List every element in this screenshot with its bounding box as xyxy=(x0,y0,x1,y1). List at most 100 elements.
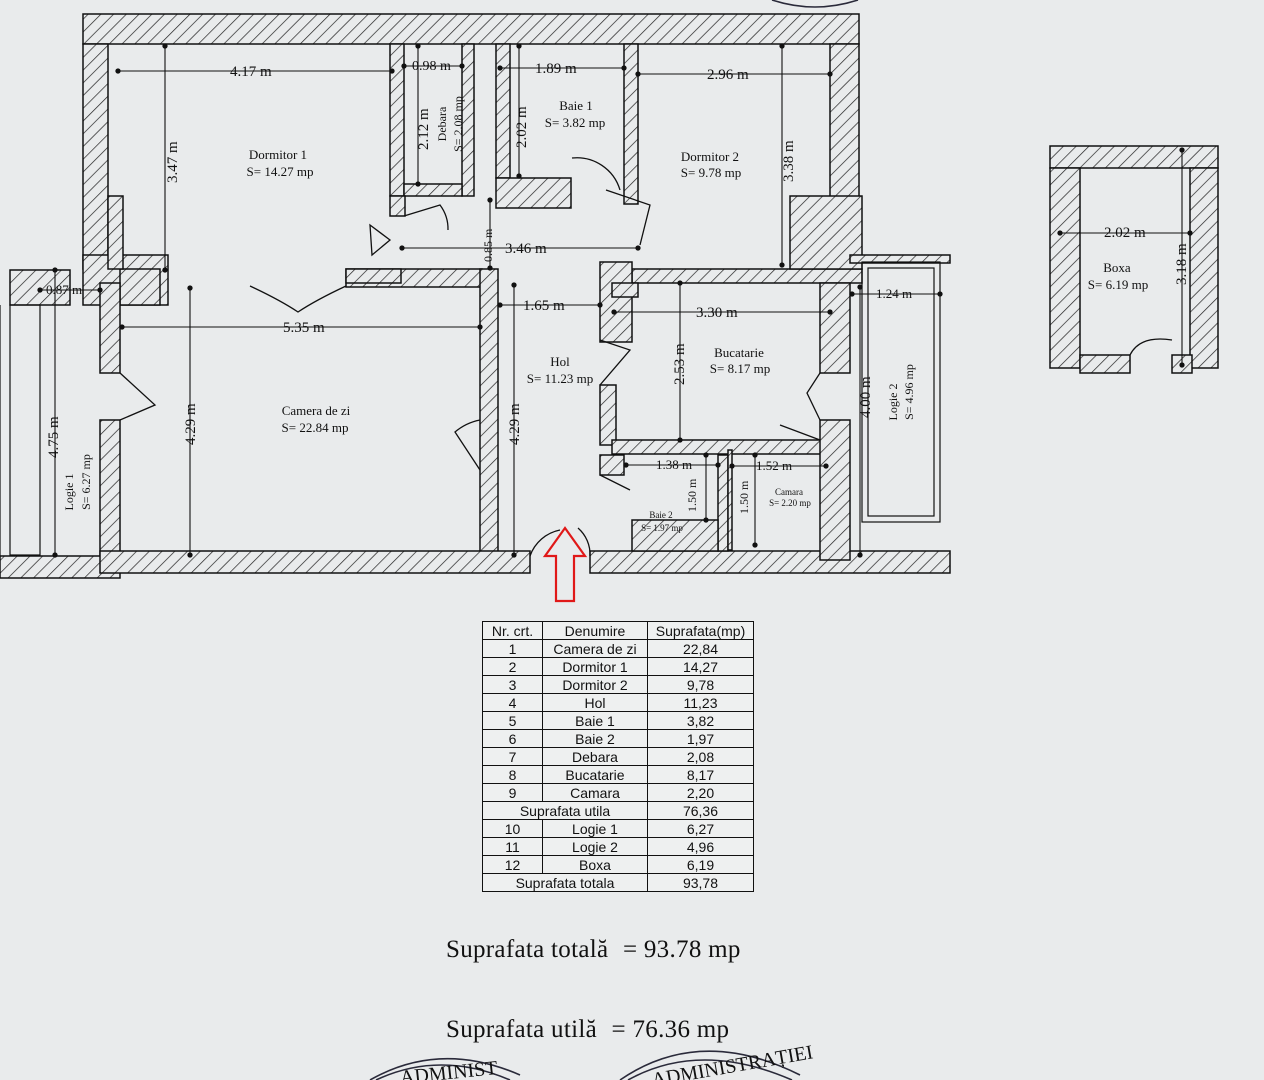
dim-1-89: 1.89 m xyxy=(535,61,577,77)
cell-area: 6,27 xyxy=(647,819,754,838)
dim-4-29-hall: 4.29 m xyxy=(507,403,523,445)
dim-4-75: 4.75 m xyxy=(46,416,62,458)
cell-nr: 6 xyxy=(482,729,543,748)
dim-0-87: 0.87 m xyxy=(46,282,82,297)
summary-total: Suprafata totală = 93.78 mp xyxy=(446,936,749,964)
cell-name: Baie 1 xyxy=(542,711,648,730)
cell-nr: 5 xyxy=(482,711,543,730)
dim-2-12: 2.12 m xyxy=(416,108,432,150)
cell-nr: 9 xyxy=(482,783,543,802)
header-denumire: Denumire xyxy=(542,621,648,640)
summary-utila: Suprafata utilă = 76.36 mp xyxy=(446,1016,737,1044)
room-hol-name: Hol xyxy=(550,354,570,369)
room-baie1-name: Baie 1 xyxy=(559,98,593,113)
dim-2-53: 2.53 m xyxy=(672,343,688,385)
cell-area: 22,84 xyxy=(647,639,754,658)
room-baie2-name: Baie 2 xyxy=(649,510,672,520)
dim-4-17: 4.17 m xyxy=(230,64,272,80)
stamp-text-right: ADMINISTRAȚIEI xyxy=(650,1041,815,1080)
cell-area: 6,19 xyxy=(647,855,754,874)
room-debara-name: Debara xyxy=(435,106,449,141)
cell-nr: 4 xyxy=(482,693,543,712)
dim-1-65: 1.65 m xyxy=(523,298,565,314)
room-dormitor1-name: Dormitor 1 xyxy=(249,147,307,162)
logia-outlines xyxy=(0,261,941,556)
dim-1-52: 1.52 m xyxy=(756,458,792,473)
cell-nr: 10 xyxy=(482,819,543,838)
dimension-lines xyxy=(37,43,1193,558)
doors xyxy=(119,157,1173,557)
cell-area: 4,96 xyxy=(647,837,754,856)
room-boxa-name: Boxa xyxy=(1103,260,1131,275)
room-dormitor2-area: S= 9.78 mp xyxy=(681,165,741,180)
cell-area: 2,08 xyxy=(647,747,754,766)
dim-4-00: 4.00 m xyxy=(858,376,874,418)
dim-0-98: 0.98 m xyxy=(412,59,451,74)
room-bucatarie-area: S= 8.17 mp xyxy=(710,361,770,376)
dim-3-18: 3.18 m xyxy=(1174,243,1190,285)
room-dormitor2-name: Dormitor 2 xyxy=(681,149,739,164)
cell-subtotal-area: 76,36 xyxy=(647,801,754,820)
room-logie1-name: Logie 1 xyxy=(62,474,76,511)
cell-area: 3,82 xyxy=(647,711,754,730)
cell-area: 2,20 xyxy=(647,783,754,802)
dim-1-24: 1.24 m xyxy=(876,286,912,301)
cell-name: Dormitor 2 xyxy=(542,675,648,694)
summary-total-label: Suprafata totală xyxy=(446,936,609,963)
cell-nr: 2 xyxy=(482,657,543,676)
cell-name: Logie 1 xyxy=(542,819,648,838)
cell-area: 14,27 xyxy=(647,657,754,676)
cell-nr: 12 xyxy=(482,855,543,874)
cell-area: 9,78 xyxy=(647,675,754,694)
entrance-arrow-icon xyxy=(542,526,588,603)
dim-2-02-boxa: 2.02 m xyxy=(1104,225,1146,241)
cell-nr: 3 xyxy=(482,675,543,694)
dim-2-96: 2.96 m xyxy=(707,67,749,83)
dim-3-38: 3.38 m xyxy=(781,140,797,182)
cell-name: Camara xyxy=(542,783,648,802)
room-camara-area: S= 2.20 mp xyxy=(769,498,811,508)
room-camara-name: Camara xyxy=(775,487,803,497)
cell-area: 8,17 xyxy=(647,765,754,784)
room-baie1-area: S= 3.82 mp xyxy=(545,115,605,130)
room-logie2-name: Logie 2 xyxy=(886,384,900,421)
room-logie1-area: S= 6.27 mp xyxy=(79,454,93,510)
cell-name: Camera de zi xyxy=(542,639,648,658)
dim-3-47: 3.47 m xyxy=(165,141,181,183)
cell-name: Boxa xyxy=(542,855,648,874)
cell-subtotal-label: Suprafata utila xyxy=(482,801,648,820)
summary-utila-value: = 76.36 mp xyxy=(611,1016,730,1043)
summary-utila-label: Suprafata utilă xyxy=(446,1016,597,1043)
cell-total-label: Suprafata totala xyxy=(482,873,648,892)
summary-total-value: = 93.78 mp xyxy=(622,936,741,963)
cell-name: Dormitor 1 xyxy=(542,657,648,676)
room-camera-area: S= 22.84 mp xyxy=(282,420,349,435)
cell-name: Baie 2 xyxy=(542,729,648,748)
cell-name: Logie 2 xyxy=(542,837,648,856)
dim-1-50-pantry: 1.50 m xyxy=(737,480,751,514)
dim-3-46: 3.46 m xyxy=(505,241,547,257)
room-baie2-area: S= 1.97 mp xyxy=(641,523,683,533)
cell-nr: 1 xyxy=(482,639,543,658)
stamp-text-left: ADMINIST xyxy=(399,1057,499,1080)
dim-1-50-bath: 1.50 m xyxy=(685,478,699,512)
dim-0-85: 0.85 m xyxy=(481,228,495,262)
cell-name: Hol xyxy=(542,693,648,712)
cell-name: Debara xyxy=(542,747,648,766)
room-logie2-area: S= 4.96 mp xyxy=(902,364,916,420)
room-camera-name: Camera de zi xyxy=(282,403,351,418)
cell-area: 1,97 xyxy=(647,729,754,748)
